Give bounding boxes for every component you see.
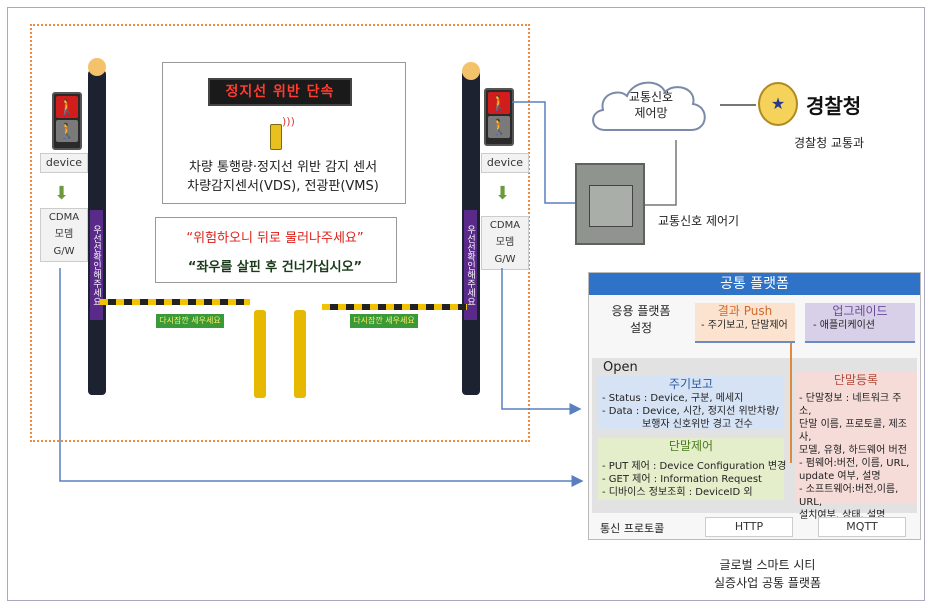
caption-line-1: 글로벌 스마트 시티: [719, 558, 816, 572]
cloud-label-2: 제어망: [634, 106, 668, 120]
periodic-line-2: - Data : Device, 시간, 정지선 위반차량/: [602, 406, 779, 417]
sensor-desc-2: 차량감지센서(VDS), 전광판(VMS): [187, 179, 379, 194]
device-control-line-2: - GET 제어 : Information Request: [602, 474, 762, 485]
gateway-line-2: 모뎀: [495, 237, 515, 248]
app-setting-label: 응용 플랫폼 설정: [596, 303, 686, 337]
left-barrier-arm: [100, 299, 250, 305]
cloud-label-1: 교통신호: [628, 90, 674, 104]
caption-line-2: 실증사업 공통 플랫폼: [714, 576, 821, 590]
gateway-line-2: 모뎀: [54, 229, 74, 240]
upgrade-box: 업그레이드 - 애플리케이션: [805, 303, 915, 343]
registration-title: 단말등록: [833, 373, 879, 387]
signal-controller-image: [575, 163, 645, 245]
device-control-line-1: - PUT 제어 : Device Configuration 변경: [602, 461, 787, 472]
gateway-line-1: CDMA: [48, 212, 80, 223]
field-area-border: [30, 24, 530, 442]
left-device-label: device: [40, 153, 88, 173]
network-link-line: [720, 104, 756, 106]
left-gateway-label: CDMA 모뎀 G/W: [40, 208, 88, 262]
controller-label: 교통신호 제어기: [658, 214, 740, 228]
right-down-arrow-icon: ⬇: [495, 183, 511, 204]
gateway-line-1: CDMA: [489, 220, 521, 231]
green-pedestrian-icon: 🚶: [56, 120, 78, 142]
voice-message-1: “위험하오니 뒤로 물러나주세요”: [186, 231, 364, 246]
registration-line-3: 사,: [799, 432, 812, 443]
right-pole-light-icon: [462, 62, 480, 80]
upgrade-title: 업그레이드: [832, 304, 888, 318]
periodic-report-box: 주기보고 - Status : Device, 구분, 메세지 - Data :…: [598, 376, 784, 430]
device-control-title: 단말제어: [668, 439, 714, 453]
police-department: 경찰청 교통과: [794, 136, 865, 150]
app-setting-line-1: 응용 플랫폼: [611, 304, 671, 318]
protocol-label: 통신 프로토콜: [600, 522, 665, 535]
voice-message-panel: [155, 217, 397, 283]
registration-line-1: - 단말정보 : 네트워크 주소,: [799, 393, 902, 417]
device-control-box: 단말제어 - PUT 제어 : Device Configuration 변경 …: [598, 438, 787, 500]
device-registration-box: 단말등록 - 단말정보 : 네트워크 주소, 단말 이름, 프로토콜, 제조 사…: [795, 372, 917, 521]
right-device-label: device: [481, 153, 529, 173]
app-setting-line-2: 설정: [629, 321, 653, 335]
left-barrier-sign: 다시잠깐 세우세요: [156, 314, 224, 328]
upgrade-desc: - 애플리케이션: [813, 320, 875, 331]
gateway-line-3: G/W: [494, 254, 516, 265]
police-name: 경찰청: [806, 94, 862, 118]
controller-door-icon: [589, 185, 633, 227]
right-barrier-arm: [322, 304, 467, 310]
registration-line-2: 단말 이름, 프로토콜, 제조: [799, 419, 907, 430]
platform-header: 공통 플랫폼: [589, 273, 920, 295]
periodic-line-3: 보행자 신호위반 경고 건수: [642, 419, 753, 430]
push-box: 결과 Push - 주기보고, 단말제어: [695, 303, 795, 343]
right-gateway-label: CDMA 모뎀 G/W: [481, 216, 529, 270]
police-emblem-icon: ★: [758, 82, 798, 126]
open-label: Open: [603, 360, 638, 375]
signal-wave-icon: ))): [282, 115, 295, 128]
registration-line-4: 모델, 유형, 하드웨어 버전: [799, 445, 907, 456]
left-pole-display: 우선선확인해주세요: [90, 210, 103, 320]
left-down-arrow-icon: ⬇: [54, 183, 70, 204]
push-link-line: [790, 343, 792, 463]
vms-display: 정지선 위반 단속: [208, 78, 352, 106]
sensor-icon: [270, 124, 282, 150]
registration-line-5: - 펌웨어:버전, 이름, URL,: [799, 458, 910, 469]
sensor-desc-1: 차량 통행량·정지선 위반 감지 센서: [188, 160, 378, 175]
push-desc: - 주기보고, 단말제어: [701, 320, 788, 331]
right-barrier-sign: 다시잠깐 세우세요: [350, 314, 418, 328]
right-bollard: [294, 310, 306, 398]
device-control-line-3: - 디바이스 정보조회 : DeviceID 외: [602, 487, 753, 498]
outer-frame: [7, 7, 925, 601]
red-pedestrian-icon: 🚶: [56, 96, 78, 118]
protocol-http: HTTP: [705, 517, 793, 537]
periodic-line-1: - Status : Device, 구분, 메세지: [602, 393, 744, 404]
push-title: 결과 Push: [717, 304, 773, 318]
green-pedestrian-icon: 🚶: [488, 116, 510, 138]
voice-message-2: “좌우를 살핀 후 건너가십시오”: [187, 260, 363, 275]
gateway-line-3: G/W: [53, 246, 75, 257]
registration-line-7: - 소프트웨어:버전,이름, URL,: [799, 484, 899, 508]
left-bollard: [254, 310, 266, 398]
registration-line-6: update 여부, 설명: [799, 471, 881, 482]
right-pedestrian-signal: 🚶 🚶: [484, 88, 514, 146]
traffic-network-cloud: [592, 81, 706, 131]
left-pedestrian-signal: 🚶 🚶: [52, 92, 82, 150]
protocol-mqtt: MQTT: [818, 517, 906, 537]
left-pole-light-icon: [88, 58, 106, 76]
red-pedestrian-icon: 🚶: [488, 92, 510, 114]
registration-line-8: 설치여부, 상태, 설명: [799, 510, 886, 521]
right-pole-display: 우선선확인해주세요: [464, 210, 477, 320]
periodic-title: 주기보고: [668, 377, 714, 391]
